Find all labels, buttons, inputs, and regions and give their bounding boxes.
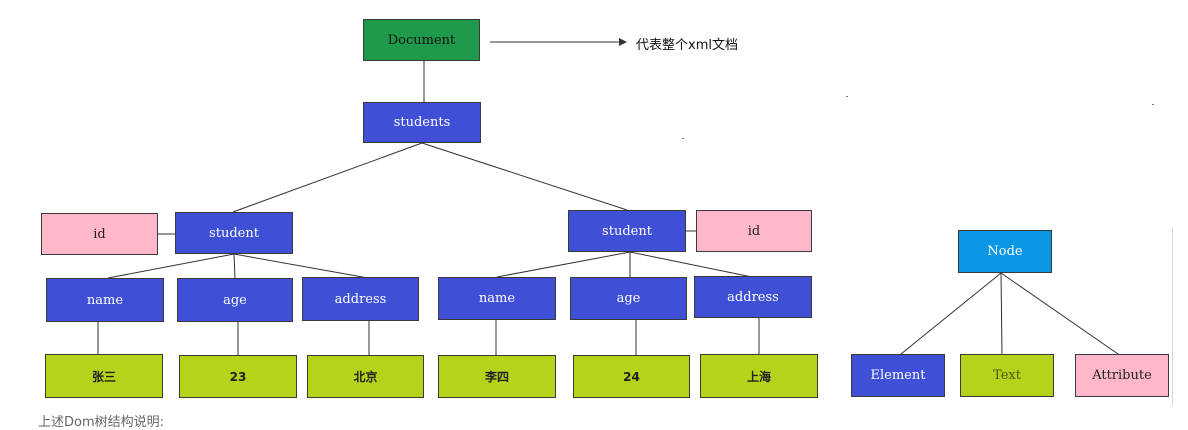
student1-attr-label: id — [93, 226, 106, 242]
student2-name-text: 李四 — [484, 370, 509, 384]
student2-name-label: name — [478, 291, 516, 306]
legend-attribute-label: Attribute — [1092, 368, 1152, 383]
student2-label: student — [602, 223, 652, 239]
student2-age-label: age — [616, 291, 641, 306]
student1-age-label: age — [223, 292, 247, 308]
dom-tree-diagram: Document 代表整个xml文档 students id student n… — [38, 19, 1173, 430]
document-node: Document — [363, 19, 480, 61]
legend-text: Text — [960, 354, 1054, 397]
student2-name-value: 李四 — [438, 355, 556, 398]
student2-age-node: age — [570, 277, 687, 320]
student1-address-node: address — [302, 277, 419, 321]
student1-name-node: name — [46, 278, 164, 322]
edge-node-element — [900, 272, 1002, 355]
connector-lines — [97, 38, 1119, 355]
stray-dot — [1152, 104, 1154, 105]
student1-age-value: 23 — [179, 355, 297, 398]
student2-attr-label: id — [747, 223, 761, 239]
edge-student1-name — [107, 253, 235, 279]
legend-attribute: Attribute — [1075, 354, 1169, 397]
student1-attr-id: id — [41, 213, 158, 255]
legend-text-label: Text — [993, 368, 1021, 383]
student1-age-node: age — [177, 278, 293, 322]
student2-name-node: name — [438, 277, 556, 320]
student1-age-text: 23 — [229, 369, 247, 384]
students-label: students — [393, 115, 451, 130]
student1-name-text: 张三 — [91, 369, 116, 384]
student1-address-text: 北京 — [353, 370, 378, 384]
stray-dot — [682, 138, 684, 139]
student2-address-value: 上海 — [700, 354, 818, 398]
edge-student2-address — [629, 251, 753, 278]
student2-address-node: address — [694, 276, 812, 318]
edge-students-student2 — [421, 142, 628, 211]
legend-element-label: Element — [870, 368, 926, 383]
student2-age-text: 24 — [623, 369, 640, 384]
edge-students-student1 — [232, 142, 423, 213]
student1-label: student — [209, 225, 259, 241]
edge-node-text — [1000, 272, 1003, 355]
document-label: Document — [387, 32, 456, 48]
student2-age-value: 24 — [573, 355, 690, 398]
legend-element: Element — [851, 354, 945, 397]
edge-node-attribute — [1000, 272, 1119, 355]
legend-node: Node — [958, 230, 1052, 273]
student1-node: student — [175, 212, 293, 254]
student2-address-label: address — [727, 289, 779, 305]
edge-student2-name — [496, 251, 631, 278]
legend-node-label: Node — [987, 244, 1023, 259]
document-note: 代表整个xml文档 — [636, 38, 738, 53]
student1-address-value: 北京 — [307, 355, 424, 398]
student1-address-label: address — [334, 291, 387, 307]
divider-line — [1172, 228, 1173, 406]
student2-node: student — [568, 210, 686, 252]
edge-student1-address — [233, 253, 369, 279]
edge-student1-age — [233, 253, 236, 279]
student1-name-value: 张三 — [45, 354, 163, 398]
stray-dot — [846, 96, 848, 97]
students-node: students — [363, 102, 481, 143]
student1-name-label: name — [86, 292, 124, 308]
student2-attr-id: id — [696, 210, 812, 252]
student2-address-text: 上海 — [746, 369, 771, 384]
